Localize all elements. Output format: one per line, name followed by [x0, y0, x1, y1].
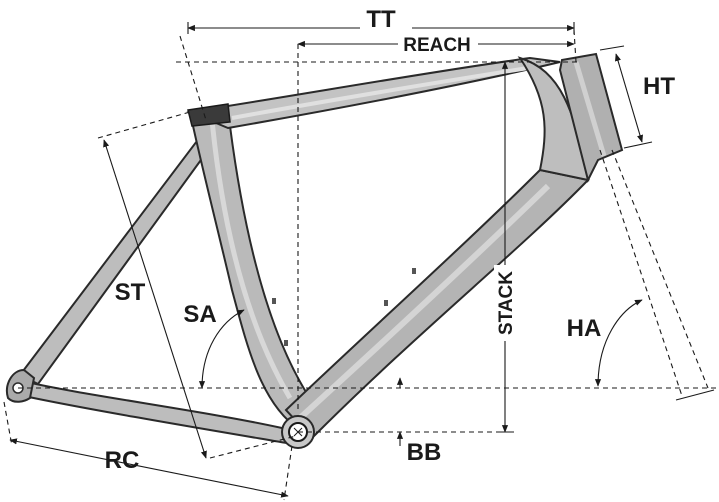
- label-ht: HT: [643, 73, 675, 100]
- down-tube: [284, 168, 590, 440]
- bike-frame: [6, 52, 624, 449]
- seat-clamp: [187, 103, 231, 127]
- label-stack: STACK: [496, 271, 517, 335]
- label-sa: SA: [183, 301, 216, 328]
- label-st: ST: [115, 279, 146, 306]
- dimension-labels: TT REACH HT ST SA STACK HA BB RC: [105, 6, 676, 474]
- seat-tube: [188, 108, 308, 432]
- label-rc: RC: [105, 447, 140, 474]
- chainstay: [16, 378, 295, 446]
- seatstay: [18, 131, 216, 386]
- label-ha: HA: [567, 315, 602, 342]
- label-tt: TT: [366, 6, 396, 33]
- label-reach: REACH: [403, 35, 471, 56]
- label-bb: BB: [407, 439, 442, 466]
